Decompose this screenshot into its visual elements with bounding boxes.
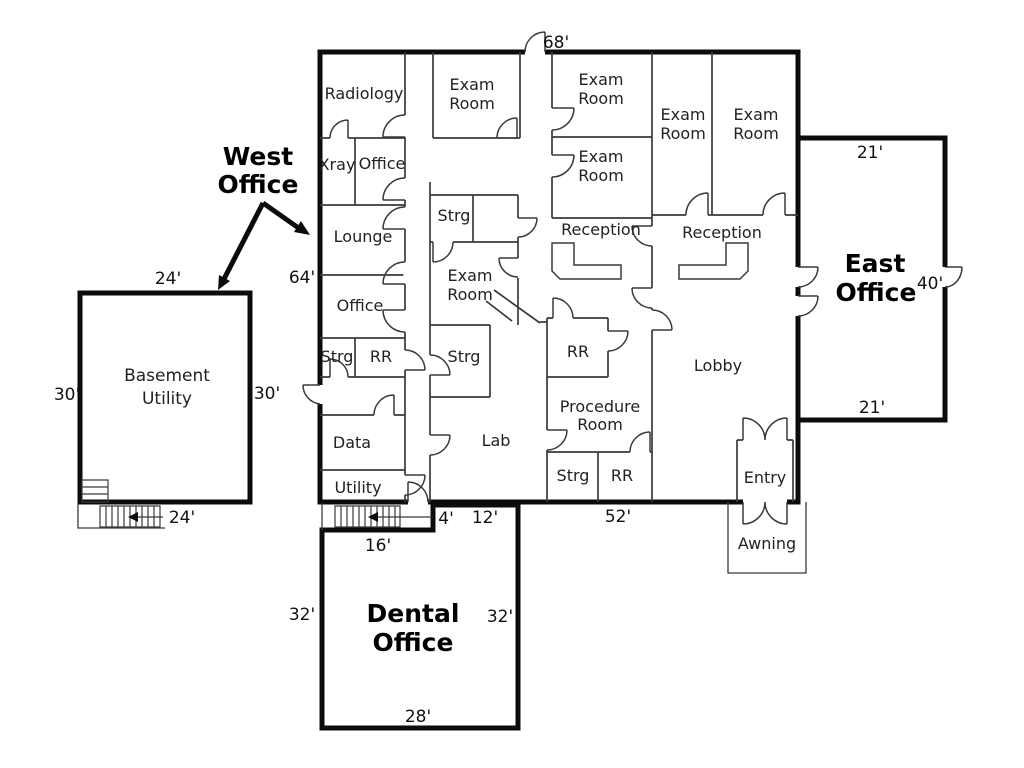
room-label-exam-b2-2: Room — [578, 166, 624, 185]
dim-dental-top: 16' — [365, 536, 391, 556]
dim-west-left: 64' — [289, 268, 315, 288]
dim-west-bottom: 52' — [605, 507, 631, 527]
room-label-exam-mid-2: Room — [447, 285, 493, 304]
dimension-labels: 68' 64' 52' 21' 40' 21' 24' 30' 30' 24' … — [54, 33, 943, 727]
room-label-exam-b1: Exam — [579, 70, 624, 89]
dim-east-bottom: 21' — [859, 398, 885, 418]
room-label-xray: Xray — [319, 155, 356, 174]
room-label-lab: Lab — [482, 431, 511, 450]
dim-basement-stairs: 24' — [169, 508, 195, 528]
room-label-strg-mid: Strg — [438, 206, 471, 225]
room-label-strg-bottom: Strg — [557, 466, 590, 485]
room-label-exam-c2-2: Room — [733, 124, 779, 143]
basement-landing-outline — [77, 503, 165, 529]
room-label-exam-top-2: Room — [449, 94, 495, 113]
room-label-awning: Awning — [738, 534, 796, 553]
west-office-outline — [317, 49, 801, 505]
stairs-icon-west — [334, 505, 433, 528]
room-label-office-lower: Office — [337, 296, 384, 315]
stairs-icon-basement — [81, 479, 163, 528]
basement-utility-outline — [77, 290, 253, 505]
title-west-office: West — [223, 142, 294, 171]
dental-office-outline — [319, 502, 521, 731]
dim-east-top: 21' — [857, 143, 883, 163]
title-east-office: East — [845, 249, 906, 278]
arrowhead-left-icon — [218, 275, 230, 290]
room-label-office-upper: Office — [359, 154, 406, 173]
door-arc-icons — [302, 31, 963, 525]
room-label-rr-bottom: RR — [611, 466, 633, 485]
room-label-exam-c2: Exam — [734, 105, 779, 124]
room-label-basement: Basement — [124, 366, 210, 386]
room-label-procedure-2: Room — [577, 415, 623, 434]
room-label-radiology: Radiology — [325, 84, 404, 103]
dim-basement-top: 24' — [155, 269, 181, 289]
dim-basement-left: 30' — [54, 385, 80, 405]
room-label-utility: Utility — [334, 478, 381, 497]
room-label-reception-left: Reception — [561, 220, 641, 239]
dim-dental-step-b: 12' — [472, 508, 498, 528]
room-label-exam-c1-2: Room — [660, 124, 706, 143]
basement-steps-icon — [81, 479, 109, 503]
title-east-office-2: Office — [836, 278, 917, 307]
room-label-strg-center: Strg — [448, 347, 481, 366]
title-dental-office-2: Office — [373, 628, 454, 657]
reception-counter-left — [551, 242, 622, 280]
room-label-strg-left: Strg — [321, 347, 354, 366]
reception-counter-right — [678, 242, 749, 280]
arrowhead-right-icon — [294, 221, 310, 235]
reception-counters — [551, 242, 749, 280]
dim-dental-left: 32' — [289, 605, 315, 625]
dim-east-right: 40' — [917, 274, 943, 294]
title-dental-office: Dental — [367, 599, 460, 628]
west-office-arrows — [218, 200, 310, 290]
dim-dental-step-a: 4' — [438, 509, 454, 529]
room-label-procedure: Procedure — [560, 397, 640, 416]
room-label-basement-2: Utility — [142, 389, 192, 409]
room-label-exam-b1-2: Room — [578, 89, 624, 108]
room-label-exam-top: Exam — [450, 75, 495, 94]
room-label-entry: Entry — [744, 468, 787, 487]
room-label-exam-b2: Exam — [579, 147, 624, 166]
room-label-exam-mid: Exam — [448, 266, 493, 285]
room-label-data: Data — [333, 433, 371, 452]
awning-outline — [727, 502, 807, 574]
dim-dental-right: 32' — [487, 607, 513, 627]
dim-west-top: 68' — [543, 33, 569, 53]
dim-dental-bottom: 28' — [405, 707, 431, 727]
title-west-office-2: Office — [218, 170, 299, 199]
room-label-lounge: Lounge — [334, 227, 393, 246]
room-label-exam-c1: Exam — [661, 105, 706, 124]
room-label-reception-right: Reception — [682, 223, 762, 242]
room-labels: Radiology Xray Office Lounge Office Strg… — [124, 70, 796, 553]
room-label-rr-center: RR — [567, 342, 589, 361]
dim-basement-right: 30' — [254, 384, 280, 404]
room-label-lobby: Lobby — [694, 356, 742, 375]
building-titles: West Office East Office Dental Office — [218, 142, 917, 657]
room-label-rr-left: RR — [370, 347, 392, 366]
